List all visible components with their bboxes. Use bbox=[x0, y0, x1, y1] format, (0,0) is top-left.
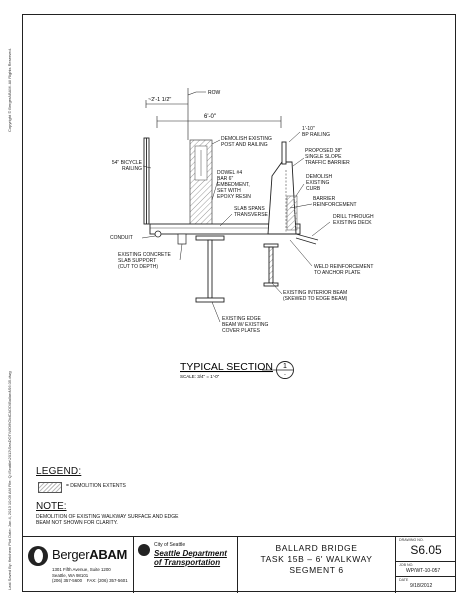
section-title: TYPICAL SECTION bbox=[180, 361, 273, 373]
existing-curb-demolition bbox=[286, 195, 298, 231]
city-seal-icon bbox=[138, 544, 150, 556]
legend-demolition-swatch bbox=[38, 482, 62, 493]
bicycle-railing bbox=[143, 137, 150, 225]
label-bicycle-railing: 54" BICYCLE RAILING bbox=[111, 160, 142, 172]
label-demolish-post: DEMOLISH EXISTING POST AND RAILING bbox=[221, 136, 272, 148]
walkway-width-dim: 6'-0" bbox=[204, 114, 216, 120]
project-cell: BALLARD BRIDGE TASK 15B – 6' WALKWAY SEG… bbox=[238, 537, 396, 593]
row-dimension bbox=[145, 88, 206, 140]
legend-demolition-text: = DEMOLITION EXTENTS bbox=[66, 483, 126, 489]
project-line-3: SEGMENT 6 bbox=[289, 565, 344, 575]
label-barrier-reinforcement: BARRIER REINFORCEMENT bbox=[313, 196, 357, 208]
edge-beam bbox=[195, 235, 225, 303]
title-block: BergerABAM 1301 Fifth Avenue, Suite 1200… bbox=[22, 536, 456, 593]
section-scale: SCALE: 3/4" = 1'-0" bbox=[180, 374, 220, 379]
firm-address: 1301 Fifth Avenue, Suite 1200 Seattle, W… bbox=[52, 567, 128, 584]
job-no-label: JOB NO. bbox=[399, 563, 414, 567]
project-line-2: TASK 15B – 6' WALKWAY bbox=[260, 554, 373, 564]
row-offset-dim: ~2'-1 1/2" bbox=[148, 97, 171, 103]
conduit-symbol bbox=[154, 230, 162, 238]
label-demolish-curb: DEMOLISH EXISTING CURB bbox=[306, 174, 333, 192]
row-label: ROW bbox=[208, 90, 221, 96]
job-number: WP/WT-10-057 bbox=[406, 568, 441, 574]
date-label: DATE bbox=[399, 578, 409, 582]
label-weld-reinforcement: WELD REINFORCEMENT TO ANCHOR PLATE bbox=[314, 264, 374, 276]
label-bp-railing: BP RAILING bbox=[302, 132, 330, 138]
section-bubble-sheet: - bbox=[284, 372, 286, 378]
project-line-1: BALLARD BRIDGE bbox=[275, 543, 358, 553]
drawing-sheet-border bbox=[22, 14, 456, 592]
client-cell: City of Seattle Seattle Department of Tr… bbox=[134, 537, 238, 593]
note-title: NOTE: bbox=[36, 501, 67, 512]
label-proposed-barrier: PROPOSED 38" SINGLE SLOPE TRAFFIC BARRIE… bbox=[305, 148, 350, 166]
firm-logo-icon bbox=[28, 546, 48, 566]
interior-beam bbox=[263, 243, 279, 287]
existing-deck bbox=[295, 233, 319, 245]
leader-lines bbox=[141, 131, 331, 323]
label-edge-beam: EXISTING EDGE BEAM W/ EXISTING COVER PLA… bbox=[222, 316, 269, 334]
label-slab-support: EXISTING CONCRETE SLAB SUPPORT (CUT TO D… bbox=[118, 252, 171, 270]
note-text: DEMOLITION OF EXISTING WALKWAY SURFACE A… bbox=[36, 514, 179, 526]
label-dowel: DOWEL #4 BAR 6" EMBEDMENT, SET WITH EPOX… bbox=[217, 170, 251, 200]
legend-title: LEGEND: bbox=[36, 466, 82, 477]
walkway-width-dimension bbox=[156, 116, 282, 128]
slab-support bbox=[177, 233, 187, 245]
city-name: City of Seattle bbox=[154, 542, 186, 548]
drawing-no-label: DRAWING NO. bbox=[399, 538, 424, 542]
label-conduit: CONDUIT bbox=[110, 235, 133, 241]
label-drill-through: DRILL THROUGH EXISTING DECK bbox=[333, 214, 374, 226]
label-interior-beam: EXISTING INTERIOR BEAM (SKEWED TO EDGE B… bbox=[283, 290, 348, 302]
label-slab-spans: SLAB SPANS TRANSVERSE bbox=[234, 206, 268, 218]
section-bubble-number: 1 bbox=[283, 363, 287, 370]
drawing-number: S6.05 bbox=[410, 543, 442, 557]
firm-name: BergerABAM bbox=[52, 547, 128, 562]
drawing-date: 9/18/2012 bbox=[410, 583, 433, 589]
firm-cell: BergerABAM 1301 Fifth Avenue, Suite 1200… bbox=[22, 537, 134, 593]
label-railing-height: 1'-10" bbox=[302, 126, 315, 132]
department-name: Seattle Department of Transportation bbox=[154, 549, 227, 567]
project-title: BALLARD BRIDGE TASK 15B – 6' WALKWAY SEG… bbox=[238, 543, 395, 576]
existing-post-demolition bbox=[189, 139, 213, 227]
section-bubble: 1 - bbox=[262, 361, 294, 379]
drawing-info-cell: DRAWING NO. S6.05 JOB NO. WP/WT-10-057 D… bbox=[396, 537, 456, 593]
